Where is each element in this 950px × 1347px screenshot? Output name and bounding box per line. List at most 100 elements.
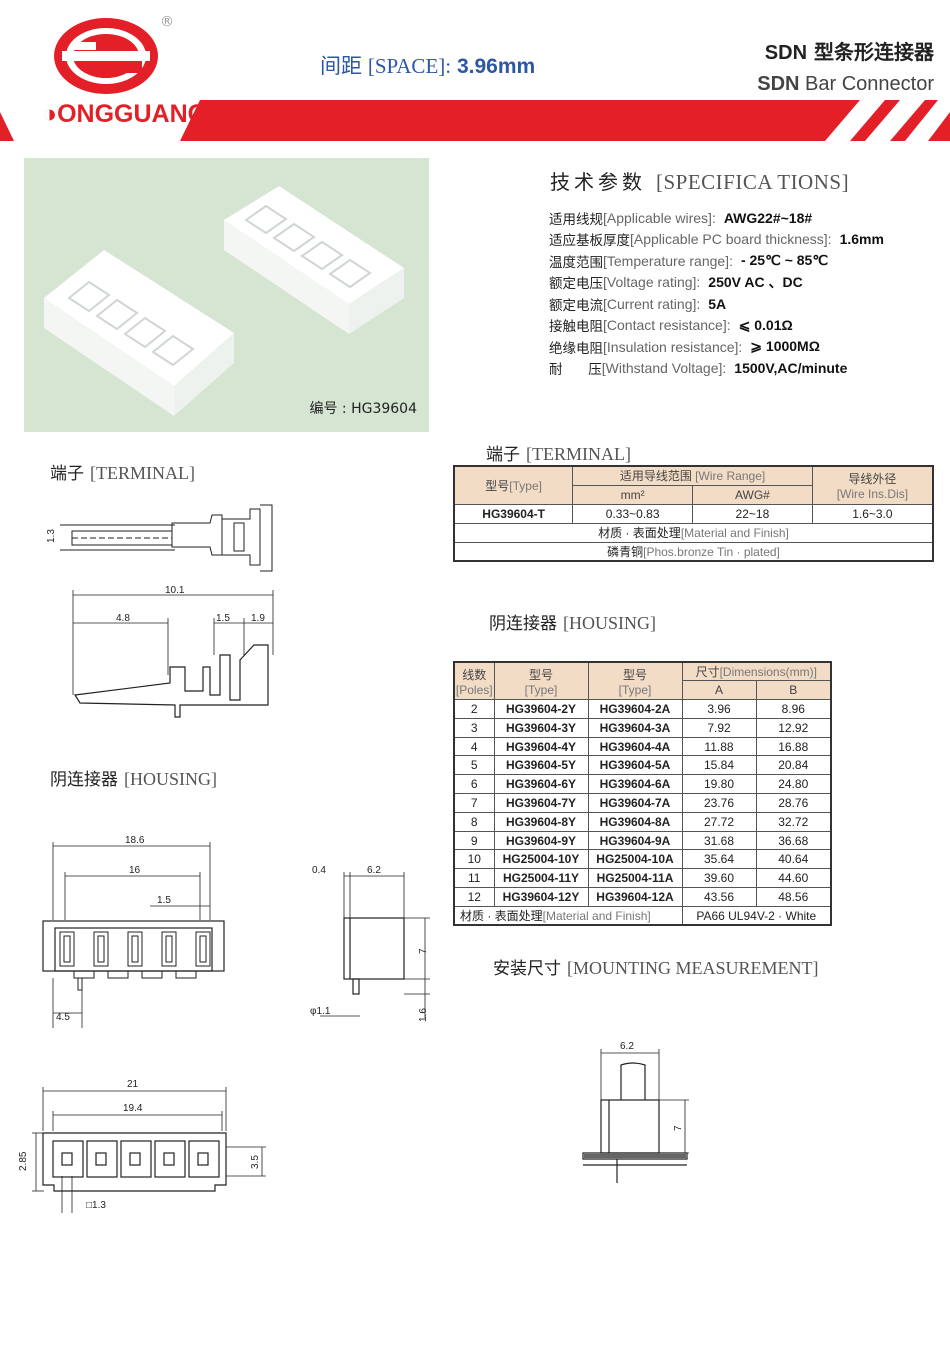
page-title: SDN 型条形连接器 — [764, 40, 934, 64]
cell-dim-a: 43.56 — [681, 887, 757, 907]
cell-dim-a: 7.92 — [681, 717, 757, 738]
cell-poles: 8 — [453, 811, 495, 832]
cell-type-a: HG25004-11A — [587, 868, 683, 889]
spec-row: 额定电压[Voltage rating]:250V AC 、DC — [549, 274, 803, 293]
connector-photo-illustration — [44, 186, 404, 416]
part-number-label: 编号 : HG39604 — [309, 401, 417, 417]
cell-type-y: HG39604-2Y — [493, 699, 589, 719]
cell-type-a: HG39604-7A — [587, 793, 683, 813]
cell-dim-a: 19.80 — [681, 774, 757, 795]
cell-dim-b: 44.60 — [755, 868, 832, 889]
table-row: 材质 · 表面处理[Material and Finish] PA66 UL94… — [453, 905, 832, 926]
cell-poles: 10 — [453, 849, 495, 870]
cell-mm2: 0.33~0.83 — [572, 503, 694, 524]
spec-row: 绝缘电阻[Insulation resistance]:⩾ 1000MΩ — [549, 338, 820, 357]
cell-ins: 1.6~3.0 — [811, 503, 934, 524]
cell-dim-a: 27.72 — [681, 811, 757, 832]
cell-type-a: HG39604-3A — [587, 717, 683, 738]
svg-text:φ1.1: φ1.1 — [310, 1006, 331, 1017]
col-wire-range-header: 适用导线范围 [Wire Range] — [572, 465, 813, 486]
col-dimensions-header: 尺寸[Dimensions(mm)] — [681, 661, 832, 682]
cell-dim-a: 31.68 — [681, 830, 757, 851]
cell-poles: 4 — [453, 736, 495, 757]
col-mm2-header: mm² — [572, 484, 694, 505]
cell-poles: 7 — [453, 793, 495, 813]
svg-text:1.3: 1.3 — [46, 529, 57, 543]
cell-type-a: HG25004-10A — [587, 849, 683, 870]
cell-dim-b: 40.64 — [755, 849, 832, 870]
housing-drawing-title: 阴连接器[HOUSING] — [50, 769, 217, 790]
brand-logo-icon — [54, 18, 158, 94]
spec-row: 接触电阻[Contact resistance]:⩽ 0.01Ω — [549, 316, 793, 336]
brand-name: ◑ONGGUANG — [42, 100, 208, 128]
specs-title: 技术参数[SPECIFICA TIONS] — [550, 170, 850, 194]
spec-row: 适用线规[Applicable wires]:AWG22#~18# — [549, 209, 813, 228]
cell-dim-a: 15.84 — [681, 755, 757, 776]
cell-type-a: HG39604-5A — [587, 755, 683, 776]
table-row: 磷青铜[Phos.bronze Tin · plated] — [453, 541, 934, 562]
col-b-header: B — [755, 680, 832, 701]
terminal-table-title: 端子[TERMINAL] — [486, 444, 631, 465]
svg-text:□1.3: □1.3 — [86, 1200, 106, 1211]
col-type-y-header: 型号[Type] — [493, 661, 589, 701]
cell-dim-b: 8.96 — [755, 699, 832, 719]
svg-text:6.2: 6.2 — [620, 1041, 634, 1052]
cell-material-label: 材质 · 表面处理[Material and Finish] — [453, 905, 683, 926]
svg-text:1.6: 1.6 — [418, 1008, 429, 1022]
housing-front-drawing: 18.6 16 1.5 4.5 — [42, 835, 225, 1028]
svg-text:2.85: 2.85 — [18, 1151, 29, 1171]
housing-side-drawing: 0.4 6.2 7 φ1.1 1.6 — [310, 865, 430, 1022]
cell-poles: 5 — [453, 755, 495, 776]
svg-text:3.5: 3.5 — [250, 1155, 261, 1169]
svg-text:10.1: 10.1 — [165, 585, 185, 596]
terminal-drawing-title: 端子[TERMINAL] — [50, 463, 195, 484]
terminal-spec-table: 型号[Type] 适用导线范围 [Wire Range] 导线外径[Wire I… — [453, 465, 934, 562]
svg-text:4.8: 4.8 — [116, 613, 130, 624]
housing-table-title: 阴连接器[HOUSING] — [489, 613, 656, 634]
cell-type-a: HG39604-4A — [587, 736, 683, 757]
cell-material-value: 磷青铜[Phos.bronze Tin · plated] — [453, 541, 934, 562]
svg-text:7: 7 — [673, 1125, 684, 1131]
cell-type-y: HG39604-12Y — [493, 887, 589, 907]
svg-text:4.5: 4.5 — [56, 1012, 70, 1023]
spec-row: 温度范围[Temperature range]:- 25℃ ~ 85℃ — [549, 252, 829, 271]
cell-poles: 2 — [453, 699, 495, 719]
cell-poles: 9 — [453, 830, 495, 851]
cell-type-y: HG39604-4Y — [493, 736, 589, 757]
svg-text:18.6: 18.6 — [125, 835, 145, 846]
mounting-drawing: 6.2 7 — [582, 1041, 689, 1183]
cell-type-a: HG39604-6A — [587, 774, 683, 795]
cell-type-a: HG39604-8A — [587, 811, 683, 832]
cell-type-y: HG39604-6Y — [493, 774, 589, 795]
header-banner — [0, 100, 950, 141]
col-a-header: A — [681, 680, 757, 701]
cell-material-label: 材质 · 表面处理[Material and Finish] — [453, 522, 934, 543]
pitch-spacing: 间距 [SPACE]: 3.96mm — [320, 54, 536, 78]
housing-spec-table: 线数[Poles] 型号[Type] 型号[Type] 尺寸[Dimension… — [453, 661, 832, 927]
cell-awg: 22~18 — [692, 503, 813, 524]
svg-text:1.9: 1.9 — [251, 613, 265, 624]
cell-dim-b: 16.88 — [755, 736, 832, 757]
cell-type-y: HG39604-5Y — [493, 755, 589, 776]
svg-text:1.5: 1.5 — [216, 613, 230, 624]
page-subtitle: SDN Bar Connector — [757, 73, 934, 95]
housing-bottom-drawing: 21 19.4 2.85 3.5 □1.3 — [18, 1079, 266, 1213]
cell-type-a: HG39604-12A — [587, 887, 683, 907]
cell-dim-b: 24.80 — [755, 774, 832, 795]
col-awg-header: AWG# — [692, 484, 813, 505]
svg-text:1.5: 1.5 — [157, 895, 171, 906]
cell-dim-a: 35.64 — [681, 849, 757, 870]
col-ins-dia-header: 导线外径[Wire Ins.Dis] — [811, 465, 934, 505]
cell-type-a: HG39604-9A — [587, 830, 683, 851]
cell-dim-b: 28.76 — [755, 793, 832, 813]
col-type-a-header: 型号[Type] — [587, 661, 683, 701]
cell-type-y: HG25004-11Y — [493, 868, 589, 889]
